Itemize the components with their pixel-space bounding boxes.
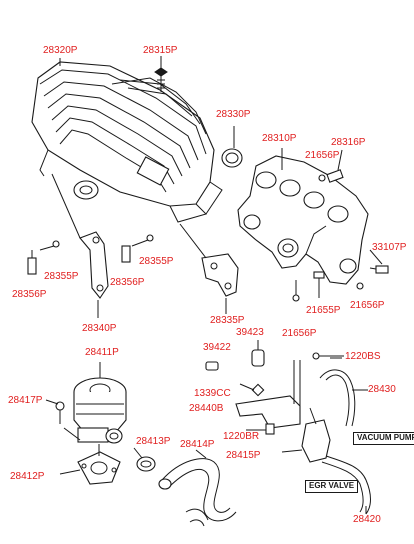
label-28355p-center: 28355P [139,256,174,267]
label-1220bs: 1220BS [345,351,381,362]
callout-egr-valve: EGR VALVE [305,480,359,493]
label-28415p: 28415P [226,450,261,461]
solenoid-bracket-28440b [235,360,331,463]
leader-lines [45,58,383,514]
label-28417p: 28417P [8,395,43,406]
label-28420: 28420 [353,514,381,525]
label-28316p: 28316P [331,137,366,148]
plugs-39422-39423 [205,340,265,371]
stud-28315p [154,56,168,92]
intake-manifold [31,61,223,223]
label-28320p: 28320P [43,45,78,56]
label-39423: 39423 [236,327,264,338]
label-21656p-right: 21656P [350,300,385,311]
label-28355p-left: 28355P [44,271,79,282]
label-28340p: 28340P [82,323,117,334]
gasket-ring-28330p [221,126,243,168]
egr-gasket-28412p [77,444,121,485]
label-1339cc: 1339CC [194,388,231,399]
bracket-28335p [179,223,239,314]
label-28330p: 28330P [216,109,251,120]
label-28356p-left: 28356P [12,289,47,300]
callout-vacuum-pump: VACUUM PUMP [353,432,414,445]
label-21655p: 21655P [306,305,341,316]
hose-clamp-28413p [136,456,156,472]
vacuum-hoses [312,352,371,515]
label-28413p: 28413P [136,436,171,447]
label-28411p: 28411P [85,347,119,358]
bracket-28340p [27,173,154,318]
label-28414p: 28414P [180,439,215,450]
label-21656p-lower: 21656P [282,328,317,339]
egr-pipe-28414p [158,458,237,527]
label-21656p-upper: 21656P [305,150,340,161]
label-33107p: 33107P [372,242,407,253]
label-28440b: 28440B [189,403,224,414]
label-28430: 28430 [368,384,396,395]
exhaust-bolts [292,149,389,302]
label-28310p: 28310P [262,133,297,144]
label-28335p: 28335P [210,315,245,326]
label-28315p: 28315P [143,45,178,56]
egr-valve-assembly [55,362,127,444]
label-28412p: 28412P [10,471,45,482]
label-39422: 39422 [203,342,231,353]
label-28356p-center: 28356P [110,277,145,288]
label-1220br: 1220BR [223,431,260,442]
exhaust-manifold [237,148,369,285]
